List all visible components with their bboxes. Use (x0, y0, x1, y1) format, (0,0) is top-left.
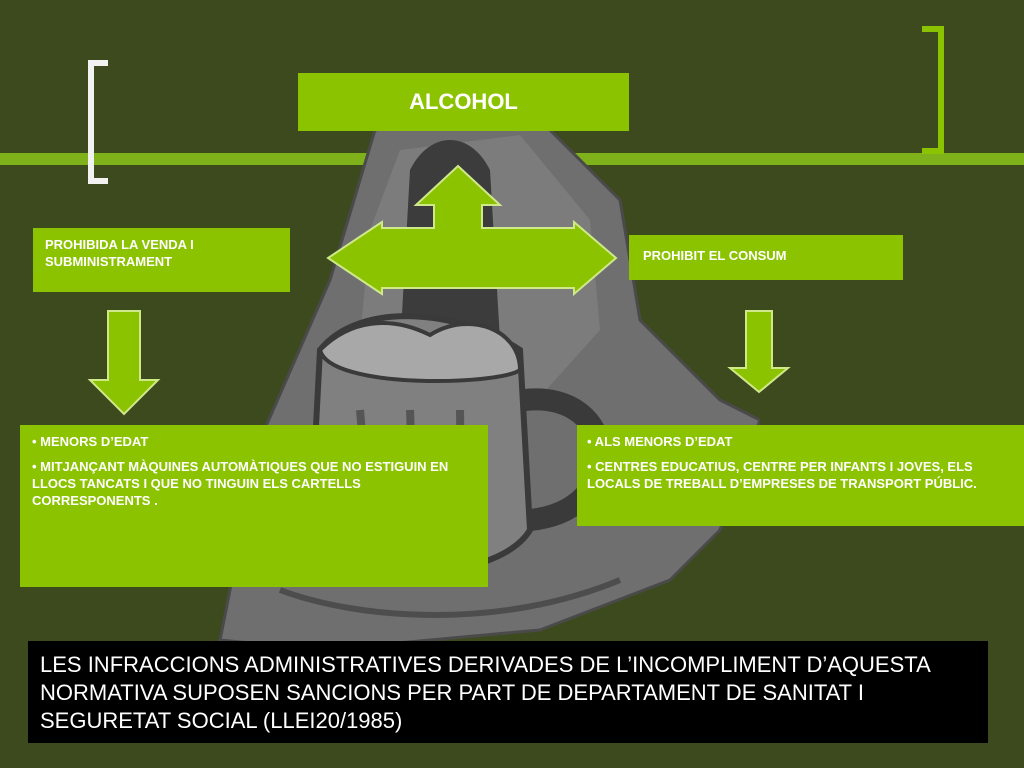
left-down-arrow (87, 310, 161, 416)
right-bracket (922, 26, 944, 154)
left-list-box: • MENORS D’EDAT • MITJANÇANT MÀQUINES AU… (20, 425, 488, 587)
left-heading: PROHIBIDA LA VENDA I SUBMINISTRAMENT (33, 228, 290, 292)
right-heading: PROHIBIT EL CONSUM (629, 235, 903, 280)
list-item: • MITJANÇANT MÀQUINES AUTOMÀTIQUES QUE N… (32, 459, 449, 508)
list-item: • CENTRES EDUCATIUS, CENTRE PER INFANTS … (587, 459, 977, 491)
left-bracket (88, 60, 108, 184)
triple-arrow (326, 164, 618, 297)
right-list-box: • ALS MENORS D’EDAT • CENTRES EDUCATIUS,… (577, 425, 1024, 526)
list-item: • ALS MENORS D’EDAT (587, 434, 733, 449)
title-box: ALCOHOL (298, 73, 629, 131)
right-down-arrow (727, 310, 791, 394)
footer-notice: LES INFRACCIONS ADMINISTRATIVES DERIVADE… (28, 641, 988, 743)
list-item: • MENORS D’EDAT (32, 434, 149, 449)
